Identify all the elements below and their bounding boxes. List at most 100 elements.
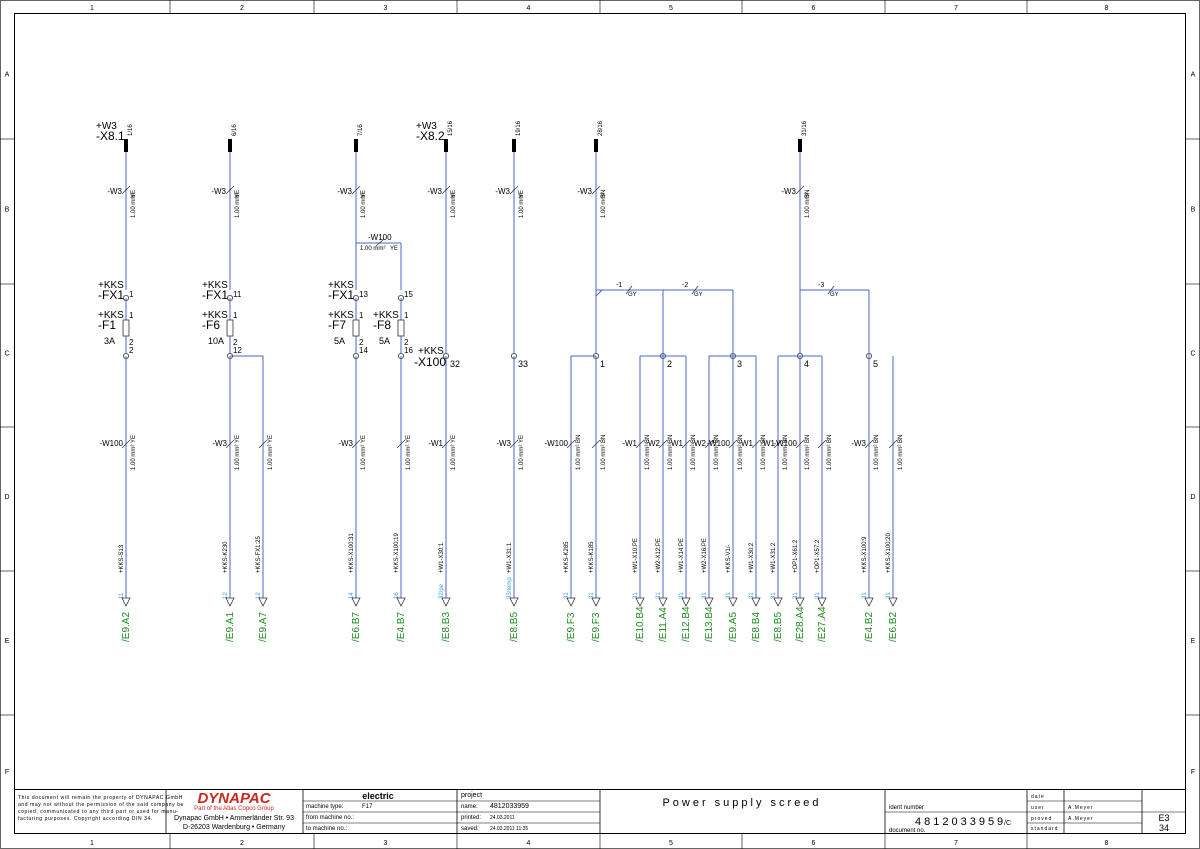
arrow-terminal <box>258 597 268 607</box>
cable-slash <box>795 185 805 195</box>
fuse-pin: 1 <box>233 311 238 320</box>
terminal-pin: 15/16 <box>448 120 454 136</box>
cable-slash <box>773 439 783 449</box>
cable-slash <box>121 185 131 195</box>
grid-row-label: E <box>1191 638 1196 645</box>
fuse-holder-pin: 1 <box>129 290 134 299</box>
cable-slash <box>635 439 645 449</box>
cable-slash <box>441 185 451 195</box>
output-target: +W2-X12:PE <box>656 538 662 573</box>
output-wire-number: 31 <box>749 592 755 599</box>
x100-pin: 2 <box>667 359 672 369</box>
fuse-pin: 2 <box>359 338 364 347</box>
field-label: project <box>461 792 482 799</box>
terminal-pin: 7/16 <box>358 124 364 136</box>
cross-reference: /E9.A5 <box>728 612 739 642</box>
output-wire-color: YE <box>131 435 137 443</box>
output-wire-size: 1.00 mm² <box>691 445 697 470</box>
grid-row-label: C <box>1190 351 1195 358</box>
fuse-name: -F8 <box>373 318 391 332</box>
grid-row-label: A <box>5 72 10 79</box>
terminal-block-marker <box>512 139 516 152</box>
output-wire-size: 1.00 mm² <box>451 445 457 470</box>
fuse-rating: 5A <box>379 336 390 346</box>
field-label: from machine no.: <box>306 815 354 821</box>
bridge-number: -2 <box>682 282 688 289</box>
output-wire-size: 1.00 mm² <box>668 445 674 470</box>
cross-reference: /E9.F3 <box>566 612 577 642</box>
fuse-pin: 1 <box>359 311 364 320</box>
wire-size: 1.00 mm² <box>131 193 137 218</box>
grid-column-label: 3 <box>384 5 388 12</box>
output-wire-size: 1.00 mm² <box>827 445 833 470</box>
output-wire-number: 31 <box>771 592 777 599</box>
grid-column-label: 7 <box>954 840 958 847</box>
cable-label: -W3 <box>337 187 352 196</box>
cable-slash <box>441 439 451 449</box>
output-wire-number: 31 <box>589 592 595 599</box>
terminal-block-marker <box>228 139 232 152</box>
cable-slash <box>591 439 601 449</box>
grid-column-label: 8 <box>1105 5 1109 12</box>
arrow-terminal <box>817 597 827 607</box>
terminal-block-marker <box>594 139 598 152</box>
bridge-cable-label: -W100 <box>368 233 392 242</box>
fuse-pin: 1 <box>129 311 134 320</box>
fuse-rating: 10A <box>208 336 224 346</box>
bridge-wire-size: 1.00 mm² <box>360 246 385 252</box>
arrow-terminal <box>591 597 601 607</box>
field-label: date <box>1031 794 1045 800</box>
wire-size: 1.00 mm² <box>519 193 525 218</box>
fuse-holder-pin: 11 <box>233 290 242 299</box>
output-target: +KKS-S13 <box>119 544 125 573</box>
arrow-terminal <box>351 597 361 607</box>
disclaimer-line: This document will remain the property o… <box>18 795 183 801</box>
cable-slash <box>396 439 406 449</box>
arrow-terminal <box>795 597 805 607</box>
output-cable-label: -W100 <box>773 439 797 448</box>
arrow-terminal <box>635 597 645 607</box>
output-target: +W1-X10:PE <box>633 538 639 573</box>
x100-name: -X100 <box>414 355 446 369</box>
output-wire-number: 31 <box>656 592 662 599</box>
x100-location: +KKS <box>418 346 444 357</box>
grid-column-label: 8 <box>1105 840 1109 847</box>
arrow-terminal <box>566 597 576 607</box>
output-cable-label: -W1 <box>760 439 775 448</box>
company-logo: DYNAPAC <box>197 790 271 807</box>
output-wire-color: BN <box>691 435 697 443</box>
page-number: 34 <box>1159 823 1169 833</box>
output-wire-color: YE <box>268 435 274 443</box>
cross-reference: /E4.B7 <box>396 612 407 642</box>
bridge-color: GY <box>830 292 839 298</box>
output-cable-label: -W1 <box>428 439 443 448</box>
cable-label: -W3 <box>427 187 442 196</box>
fuse-pin: 12 <box>233 346 242 355</box>
grid-column-label: 5 <box>669 840 673 847</box>
cross-reference: /E9.A7 <box>258 612 269 642</box>
wire-color: YE <box>131 190 137 198</box>
output-wire-size: 1.00 mm² <box>761 445 767 470</box>
fuse-rating: 3A <box>104 336 115 346</box>
x100-pin: 5 <box>873 359 878 369</box>
output-wire-size: 1.00 mm² <box>361 445 367 470</box>
wire-color: YE <box>361 190 367 198</box>
wire-size: 1.00 mm² <box>805 193 811 218</box>
output-cable-label: -W100 <box>544 439 568 448</box>
arrow-terminal <box>121 597 131 607</box>
output-wire-number: 14 <box>349 592 355 599</box>
fuse-pin: 14 <box>359 346 368 355</box>
wire-size: 1.00 mm² <box>451 193 457 218</box>
grid-row-label: C <box>4 351 9 358</box>
field-label: standard <box>1031 826 1058 832</box>
output-wire-color: BN <box>783 435 789 443</box>
arrow-terminal <box>441 597 451 607</box>
bridge-color: GY <box>628 292 637 298</box>
cross-reference: /E9.A2 <box>121 612 132 642</box>
output-wire-color: BN <box>874 435 880 443</box>
fuse-holder-location: +KKS <box>328 280 354 291</box>
output-target: +W1-X31:2 <box>771 542 777 573</box>
title-block: This document will remain the property o… <box>14 789 1186 834</box>
output-wire-number: 11 <box>119 592 125 599</box>
output-target: +KKS-X100:31 <box>349 532 355 573</box>
